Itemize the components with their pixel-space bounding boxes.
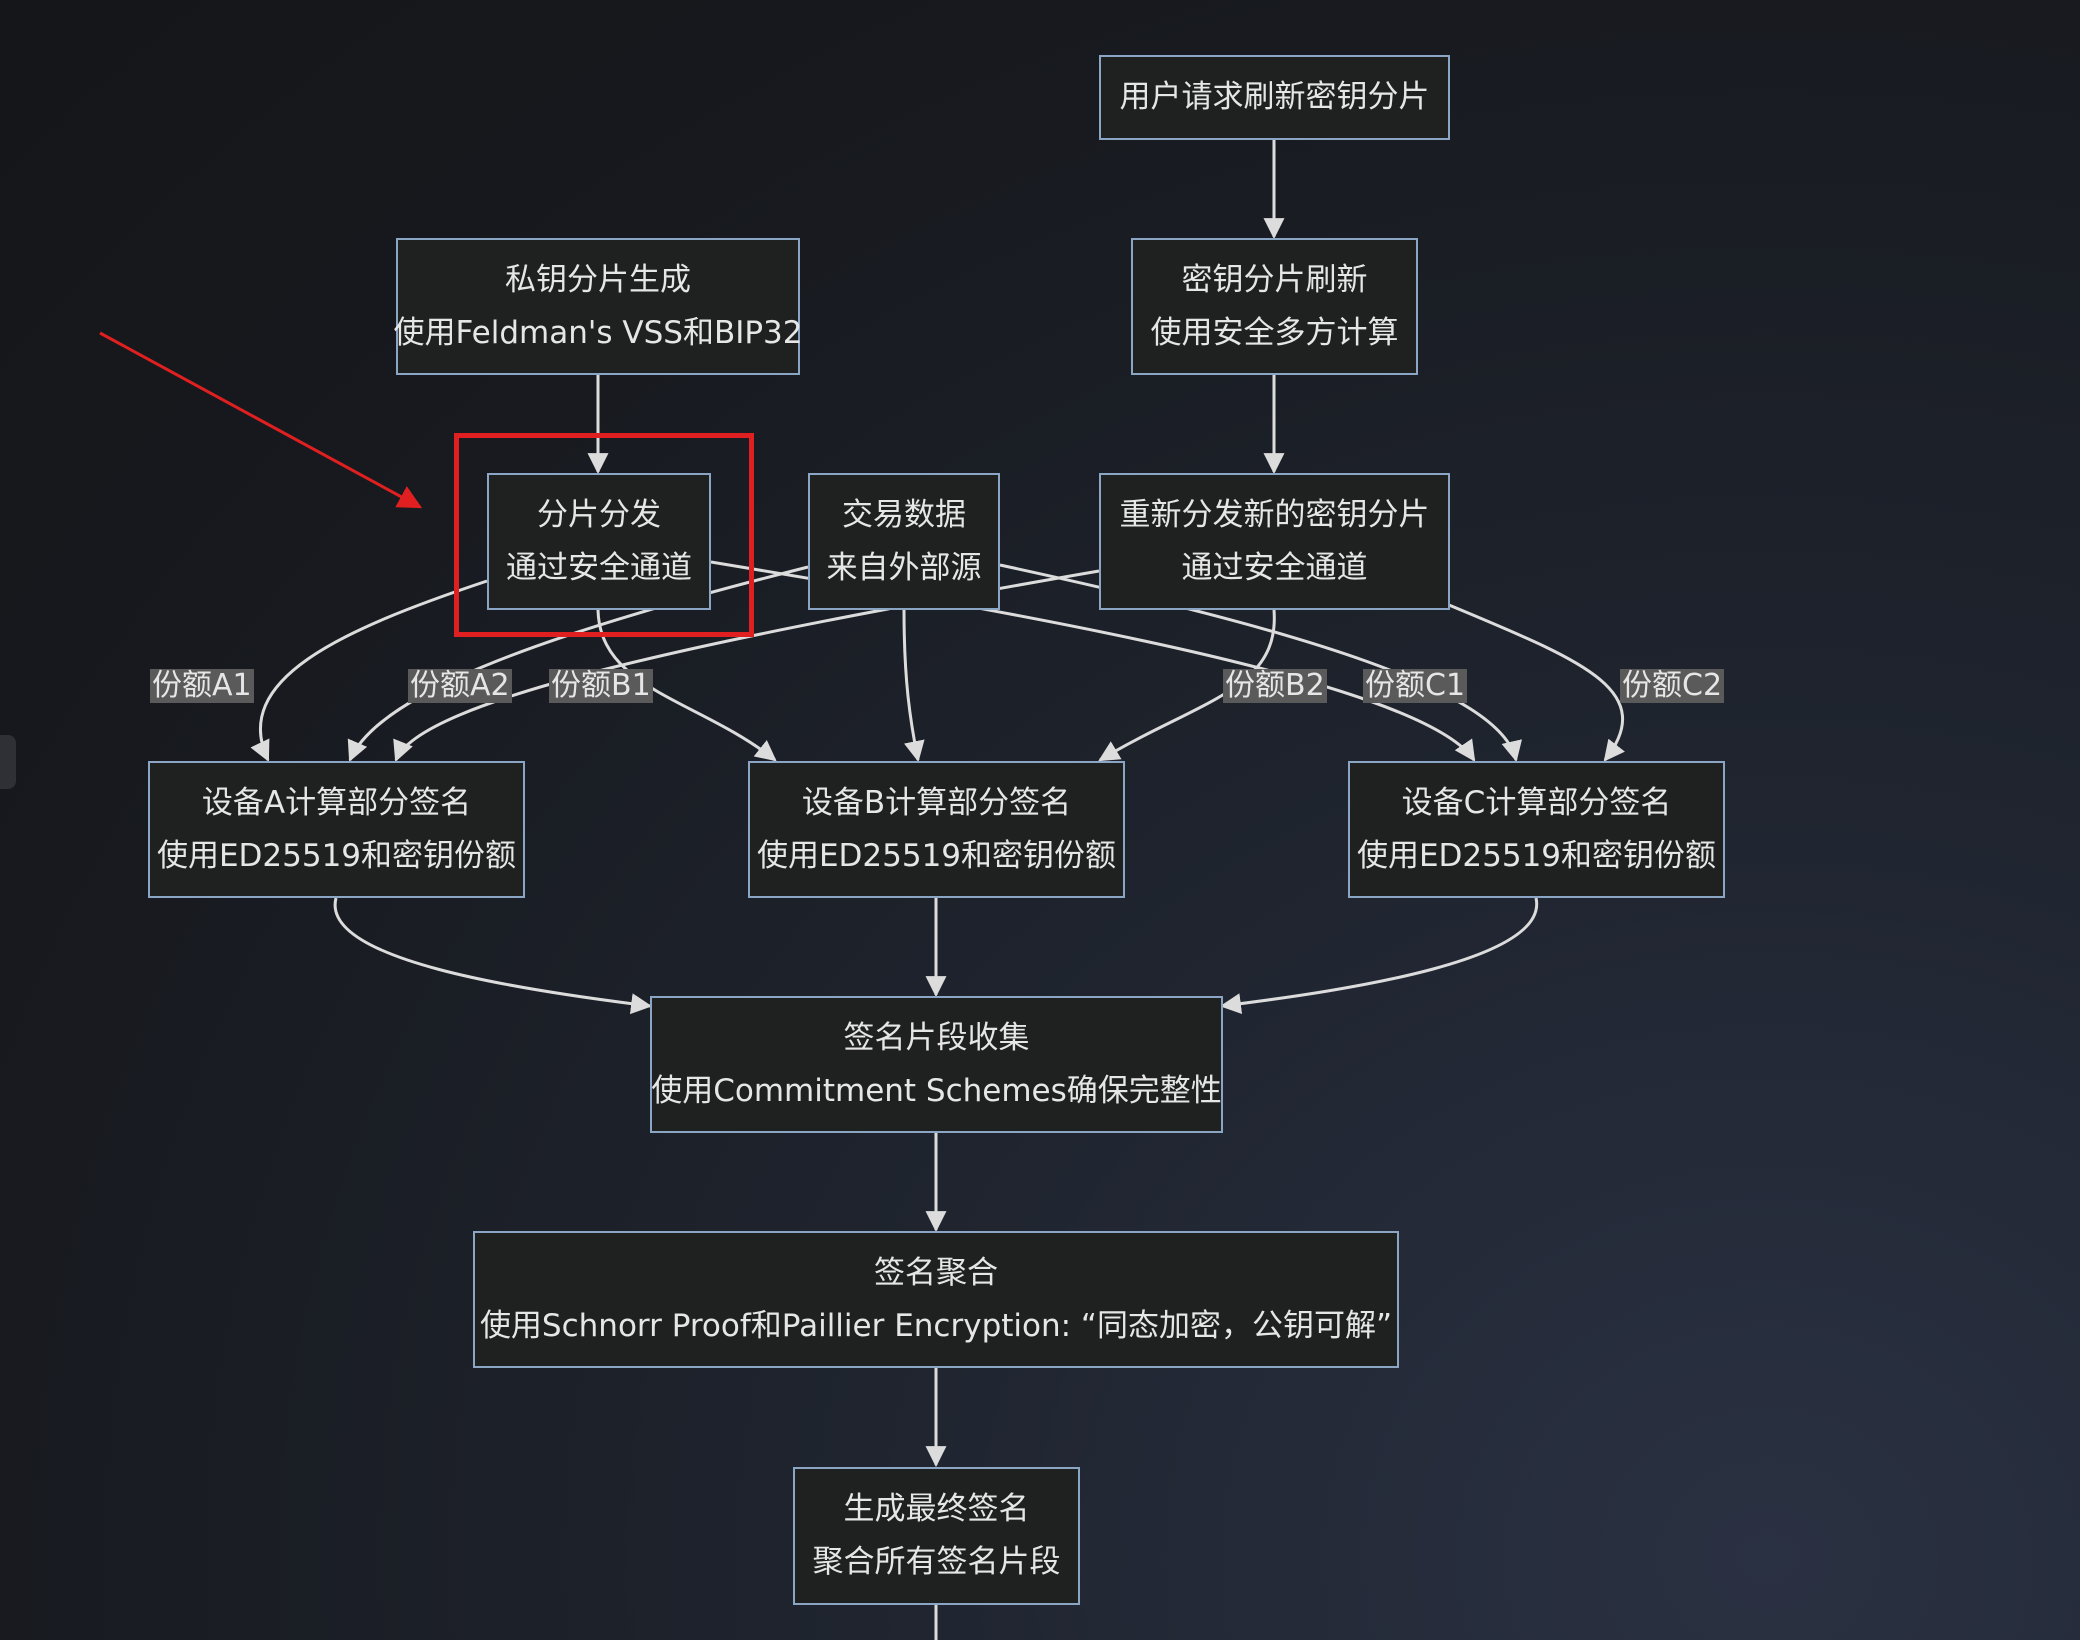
node-device-b-detail: 使用ED25519和密钥份额	[756, 837, 1117, 874]
edge-label-c1: 份额C1	[1363, 668, 1468, 703]
edge-redistribute-to-deviceC-c2	[1448, 603, 1625, 762]
node-collect: 签名片段收集 使用Commitment Schemes确保完整性	[650, 996, 1223, 1133]
node-aggregate-detail: 使用Schnorr Proof和Paillier Encryption: “同态…	[479, 1307, 1393, 1344]
edge-deviceC-to-collect	[1219, 897, 1539, 1015]
node-device-c-title: 设备C计算部分签名	[1401, 784, 1672, 821]
edge-label-b1: 份额B1	[549, 668, 653, 703]
node-device-c: 设备C计算部分签名 使用ED25519和密钥份额	[1348, 761, 1725, 898]
edge-deviceA-to-collect	[333, 897, 653, 1015]
edge-label-a1: 份额A1	[150, 668, 254, 703]
edge-label-b2: 份额B2	[1223, 668, 1327, 703]
node-user-request: 用户请求刷新密钥分片	[1099, 55, 1450, 140]
node-collect-detail: 使用Commitment Schemes确保完整性	[651, 1072, 1222, 1109]
node-device-c-detail: 使用ED25519和密钥份额	[1356, 837, 1717, 874]
node-redistribute-detail: 通过安全通道	[1181, 549, 1368, 586]
node-transaction-data-detail: 来自外部源	[826, 549, 982, 586]
node-distribute-title: 分片分发	[537, 496, 661, 533]
annotation-arrow	[99, 331, 423, 509]
node-distribute-detail: 通过安全通道	[506, 549, 692, 586]
node-key-refresh-title: 密钥分片刷新	[1181, 261, 1368, 298]
node-transaction-data: 交易数据 来自外部源	[808, 473, 1000, 610]
edge-tx-to-deviceB	[902, 609, 925, 763]
node-final-title: 生成最终签名	[843, 1491, 1030, 1527]
node-final: 生成最终签名 聚合所有签名片段	[793, 1467, 1080, 1605]
node-device-b: 设备B计算部分签名 使用ED25519和密钥份额	[748, 761, 1125, 898]
node-device-a: 设备A计算部分签名 使用ED25519和密钥份额	[148, 761, 525, 898]
highlight-box	[454, 433, 754, 637]
node-device-a-title: 设备A计算部分签名	[201, 784, 472, 821]
edge-distribute-to-deviceB-b1	[596, 609, 777, 762]
side-panel-handle[interactable]	[0, 735, 16, 789]
node-distribute: 分片分发 通过安全通道	[487, 473, 711, 610]
node-aggregate: 签名聚合 使用Schnorr Proof和Paillier Encryption…	[473, 1231, 1399, 1368]
node-user-request-label: 用户请求刷新密钥分片	[1119, 79, 1430, 115]
node-redistribute-title: 重新分发新的密钥分片	[1119, 496, 1430, 533]
node-collect-title: 签名片段收集	[843, 1019, 1030, 1056]
node-key-generation-detail: 使用Feldman's VSS和BIP32	[393, 314, 803, 351]
node-device-a-detail: 使用ED25519和密钥份额	[156, 837, 517, 874]
node-key-refresh-detail: 使用安全多方计算	[1150, 314, 1399, 351]
edge-label-c2: 份额C2	[1620, 668, 1725, 703]
node-device-b-title: 设备B计算部分签名	[801, 784, 1072, 821]
node-key-generation: 私钥分片生成 使用Feldman's VSS和BIP32	[393, 238, 803, 375]
node-key-generation-title: 私钥分片生成	[505, 261, 691, 298]
node-redistribute: 重新分发新的密钥分片 通过安全通道	[1099, 473, 1450, 610]
node-transaction-data-title: 交易数据	[842, 496, 966, 533]
edge-label-a2: 份额A2	[408, 668, 512, 703]
node-final-detail: 聚合所有签名片段	[812, 1544, 1061, 1580]
node-aggregate-title: 签名聚合	[874, 1254, 998, 1291]
node-key-refresh: 密钥分片刷新 使用安全多方计算	[1131, 238, 1418, 375]
edge-distribute-to-deviceA-a1	[250, 579, 488, 762]
